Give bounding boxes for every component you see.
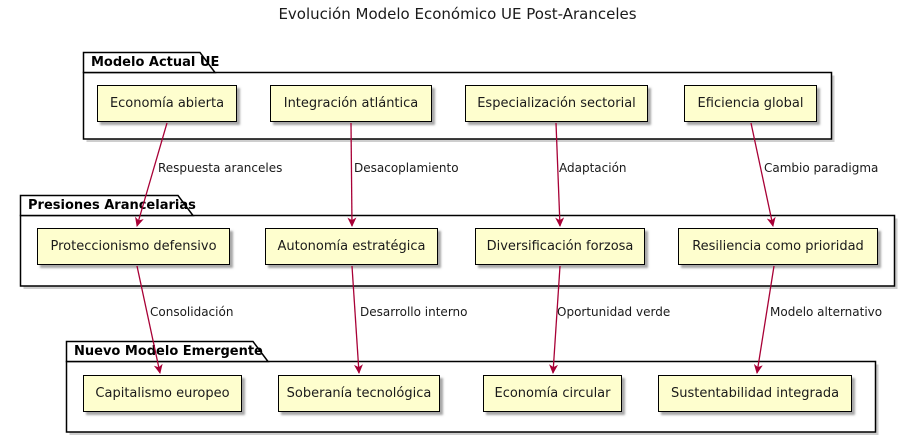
edge-label-adaptacion: Adaptación <box>559 161 627 175</box>
node-soberania-tecnologica: Soberanía tecnológica <box>278 375 440 412</box>
node-integracion-atlantica: Integración atlántica <box>270 85 432 122</box>
package-tab <box>82 51 217 74</box>
node-autonomia-estrategica: Autonomía estratégica <box>265 228 438 265</box>
edge-label-consolidacion: Consolidación <box>150 305 234 319</box>
node-economia-abierta: Economía abierta <box>97 85 237 122</box>
node-proteccionismo-defensivo: Proteccionismo defensivo <box>37 228 230 265</box>
node-economia-circular: Economía circular <box>483 375 622 412</box>
node-especializacion-sectorial: Especialización sectorial <box>465 85 648 122</box>
edge-label-cambio-paradigma: Cambio paradigma <box>764 161 879 175</box>
edge-label-desacoplamiento: Desacoplamiento <box>354 161 459 175</box>
package-label-modelo-actual-ue: Modelo Actual UE <box>91 55 220 70</box>
node-diversificacion-forzosa: Diversificación forzosa <box>475 228 645 265</box>
package-tab <box>65 340 270 363</box>
node-capitalismo-europeo: Capitalismo europeo <box>83 375 242 412</box>
node-resiliencia-como-prioridad: Resiliencia como prioridad <box>678 228 878 265</box>
edge-label-respuesta-aranceles: Respuesta aranceles <box>158 161 283 175</box>
node-eficiencia-global: Eficiencia global <box>684 85 817 122</box>
package-label-presiones-arancelarias: Presiones Arancelarias <box>28 198 196 213</box>
edge-label-oportunidad-verde: Oportunidad verde <box>557 305 671 319</box>
node-sustentabilidad-integrada: Sustentabilidad integrada <box>658 375 852 412</box>
package-label-nuevo-modelo-emergente: Nuevo Modelo Emergente <box>74 344 263 359</box>
diagram-title: Evolución Modelo Económico UE Post-Aranc… <box>278 5 637 23</box>
edge-label-modelo-alternativo: Modelo alternativo <box>770 305 883 319</box>
edge-label-desarrollo-interno: Desarrollo interno <box>360 305 468 319</box>
